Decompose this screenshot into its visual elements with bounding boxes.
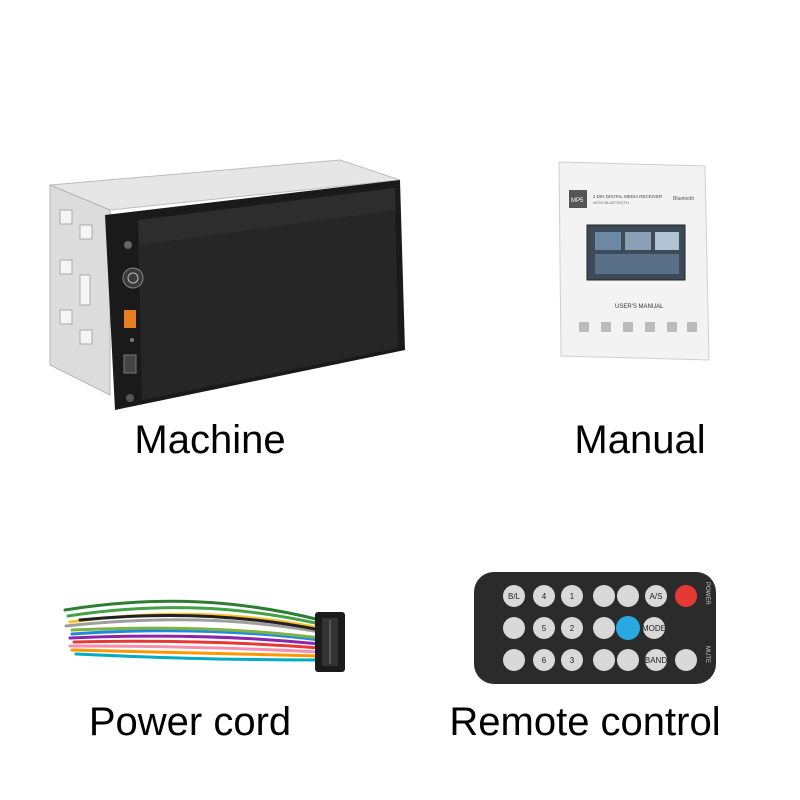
remote-image: B/L 4 1 A/S 5 2 MODE 6 3 BAND POWER MUTE	[470, 568, 720, 688]
remote-power-label: POWER	[704, 582, 710, 605]
remote-mute-label: MUTE	[704, 646, 710, 663]
remote-key-5: 5	[542, 624, 547, 633]
remote-key-3: 3	[570, 656, 575, 665]
manual-title: USER'S MANUAL	[615, 304, 664, 310]
machine-caption: Machine	[134, 418, 286, 462]
remote-caption: Remote control	[449, 700, 721, 744]
car-stereo-icon	[49, 159, 405, 410]
remote-key-6: 6	[542, 656, 547, 665]
manual-subheading: WITH BLUETOOTH	[593, 200, 629, 205]
manual-caption: Manual	[574, 418, 706, 462]
remote-key-band: BAND	[645, 656, 667, 665]
remote-key-2: 2	[570, 624, 575, 633]
remote-key-as: A/S	[650, 592, 663, 601]
machine-image	[40, 150, 420, 420]
manual-booklet-icon: MP5 2 DIN DIGITAL MEDIA RECEIVER WITH BL…	[558, 161, 710, 361]
remote-key-mode: MODE	[642, 624, 666, 633]
remote-control-icon: B/L 4 1 A/S 5 2 MODE 6 3 BAND POWER MUTE	[474, 572, 716, 684]
wire-harness-icon	[63, 599, 345, 672]
manual-image: MP5 2 DIN DIGITAL MEDIA RECEIVER WITH BL…	[555, 160, 715, 365]
remote-key-4: 4	[542, 592, 547, 601]
remote-key-bl: B/L	[508, 592, 521, 601]
remote-key-1: 1	[570, 592, 575, 601]
manual-logo: MP5	[571, 198, 584, 204]
power-cord-caption: Power cord	[88, 700, 292, 744]
manual-heading: 2 DIN DIGITAL MEDIA RECEIVER	[593, 194, 663, 199]
manual-bluetooth: Bluetooth	[673, 196, 694, 202]
power-cord-image	[60, 590, 360, 680]
